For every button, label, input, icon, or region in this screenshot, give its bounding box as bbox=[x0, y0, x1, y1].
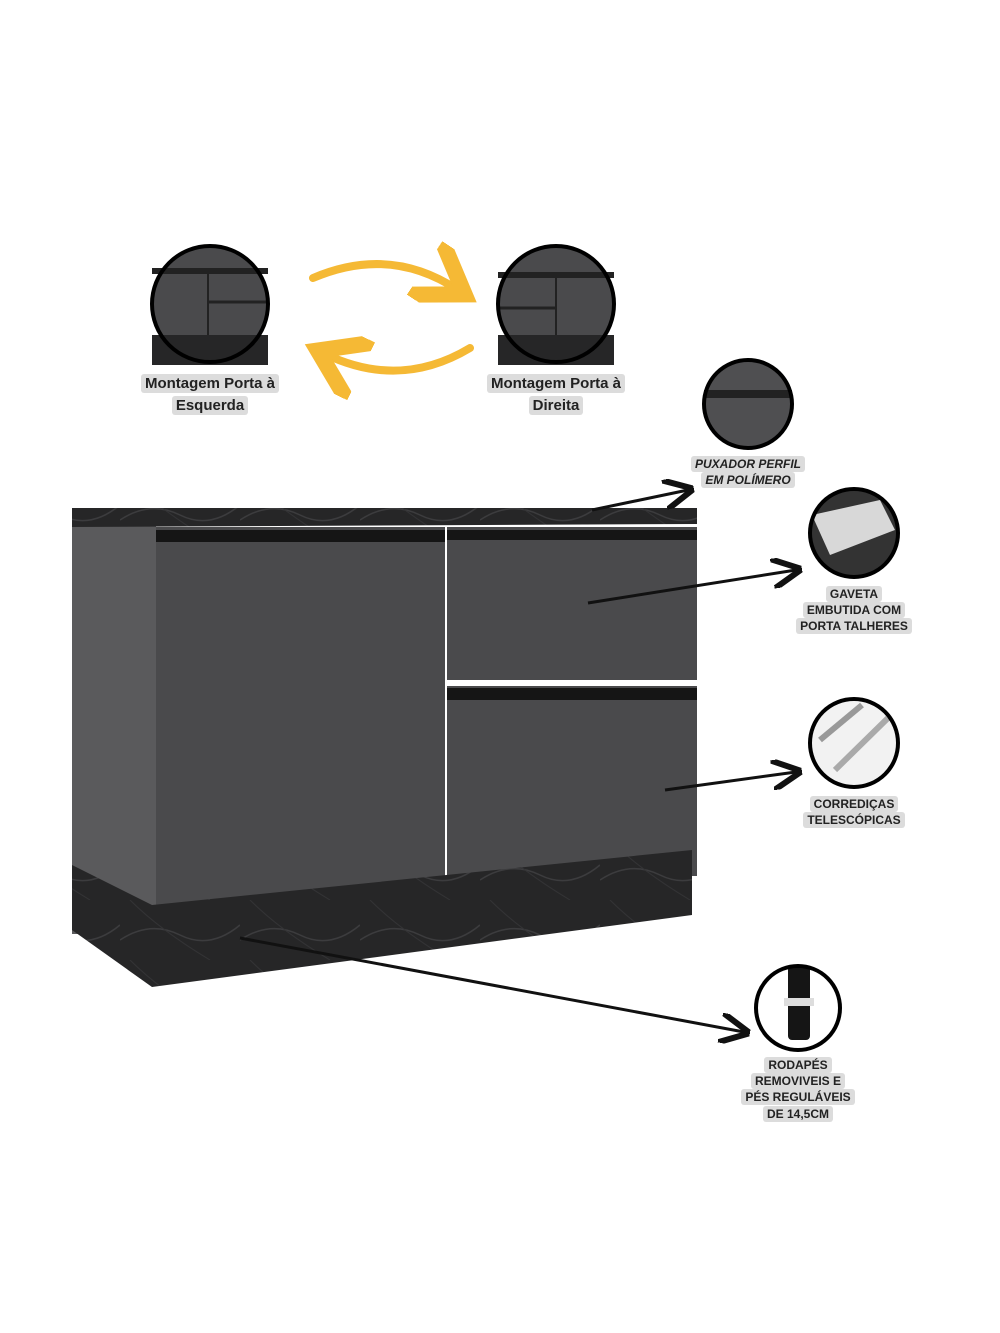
left-mount-thumbnail bbox=[150, 244, 270, 365]
cabinet bbox=[72, 508, 697, 987]
arrow-drawer-icon bbox=[587, 570, 796, 605]
plinth-side bbox=[72, 865, 152, 987]
door-handle-profile bbox=[156, 530, 445, 542]
arrow-handle-icon bbox=[591, 490, 688, 512]
cabinet-side-panel bbox=[72, 524, 156, 934]
lower-drawer bbox=[447, 686, 697, 876]
arrow-plinth-icon bbox=[239, 936, 744, 1032]
swap-arrow-left-icon bbox=[325, 348, 474, 371]
upper-drawer-handle bbox=[447, 530, 697, 540]
upper-drawer bbox=[447, 527, 697, 680]
slides-thumbnail bbox=[808, 697, 900, 789]
lower-drawer-handle bbox=[447, 688, 697, 700]
marble-countertop bbox=[72, 508, 697, 527]
right-mount-thumbnail bbox=[496, 244, 616, 365]
plinth-front bbox=[152, 850, 692, 987]
cabinet-door bbox=[156, 527, 445, 907]
foot-thumbnail bbox=[754, 964, 842, 1052]
arrow-slides-icon bbox=[664, 772, 796, 792]
handle-thumbnail bbox=[702, 358, 794, 450]
swap-arrow-right-icon bbox=[309, 264, 458, 290]
drawer-thumbnail bbox=[808, 487, 900, 579]
